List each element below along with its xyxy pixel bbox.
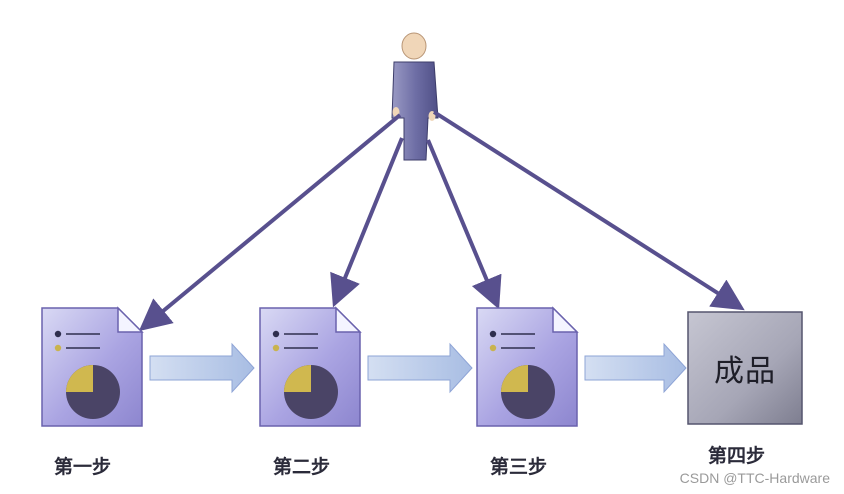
step1-label: 第一步 bbox=[54, 456, 112, 478]
person-to-step2-arrow bbox=[330, 137, 404, 308]
step2-document-icon bbox=[259, 306, 362, 427]
product-label: 成品 bbox=[714, 354, 776, 389]
step3-document-icon bbox=[476, 306, 579, 427]
step2-label: 第二步 bbox=[273, 456, 331, 478]
step1-document-icon bbox=[41, 306, 144, 427]
person-to-step3-arrow bbox=[426, 139, 502, 310]
step4-label: 第四步 bbox=[708, 445, 766, 467]
step3-label: 第三步 bbox=[490, 456, 548, 478]
watermark-text: CSDN @TTC-Hardware bbox=[679, 470, 830, 486]
person-to-step1-arrow bbox=[138, 113, 402, 332]
flow-arrow-3-to-product bbox=[584, 342, 687, 394]
person-to-product-arrow bbox=[432, 110, 745, 311]
flow-arrow-2-to-3 bbox=[367, 342, 473, 394]
product-box bbox=[687, 311, 803, 425]
flow-arrow-1-to-2 bbox=[149, 342, 255, 394]
